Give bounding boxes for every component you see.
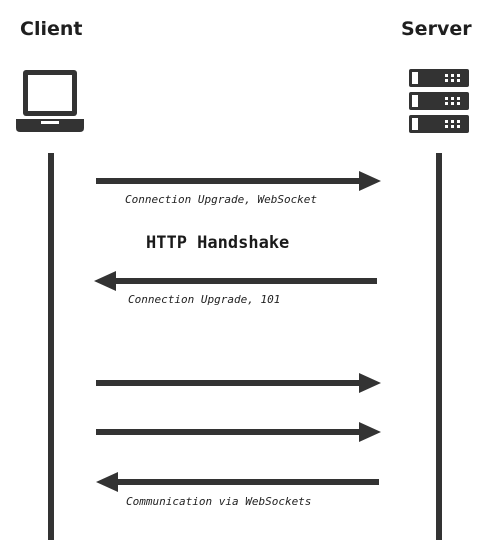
arrow-ws-message-1 [96,373,381,393]
server-unit-1-icon [409,69,469,87]
handshake-title: HTTP Handshake [146,233,290,253]
arrow-ws-message-2 [96,422,381,442]
message-label-websockets: Communication via WebSockets [126,495,312,508]
laptop-icon [16,70,84,132]
server-unit-2-icon [409,92,469,110]
message-label-upgrade-response: Connection Upgrade, 101 [128,293,281,306]
client-label: Client [20,18,83,40]
message-label-upgrade-request: Connection Upgrade, WebSocket [125,193,318,206]
server-label: Server [401,18,472,40]
arrow-upgrade-response [94,271,377,291]
server-rack-icon [409,69,469,133]
server-unit-3-icon [409,115,469,133]
arrow-ws-message-3 [96,472,379,492]
arrow-upgrade-request [96,171,381,191]
